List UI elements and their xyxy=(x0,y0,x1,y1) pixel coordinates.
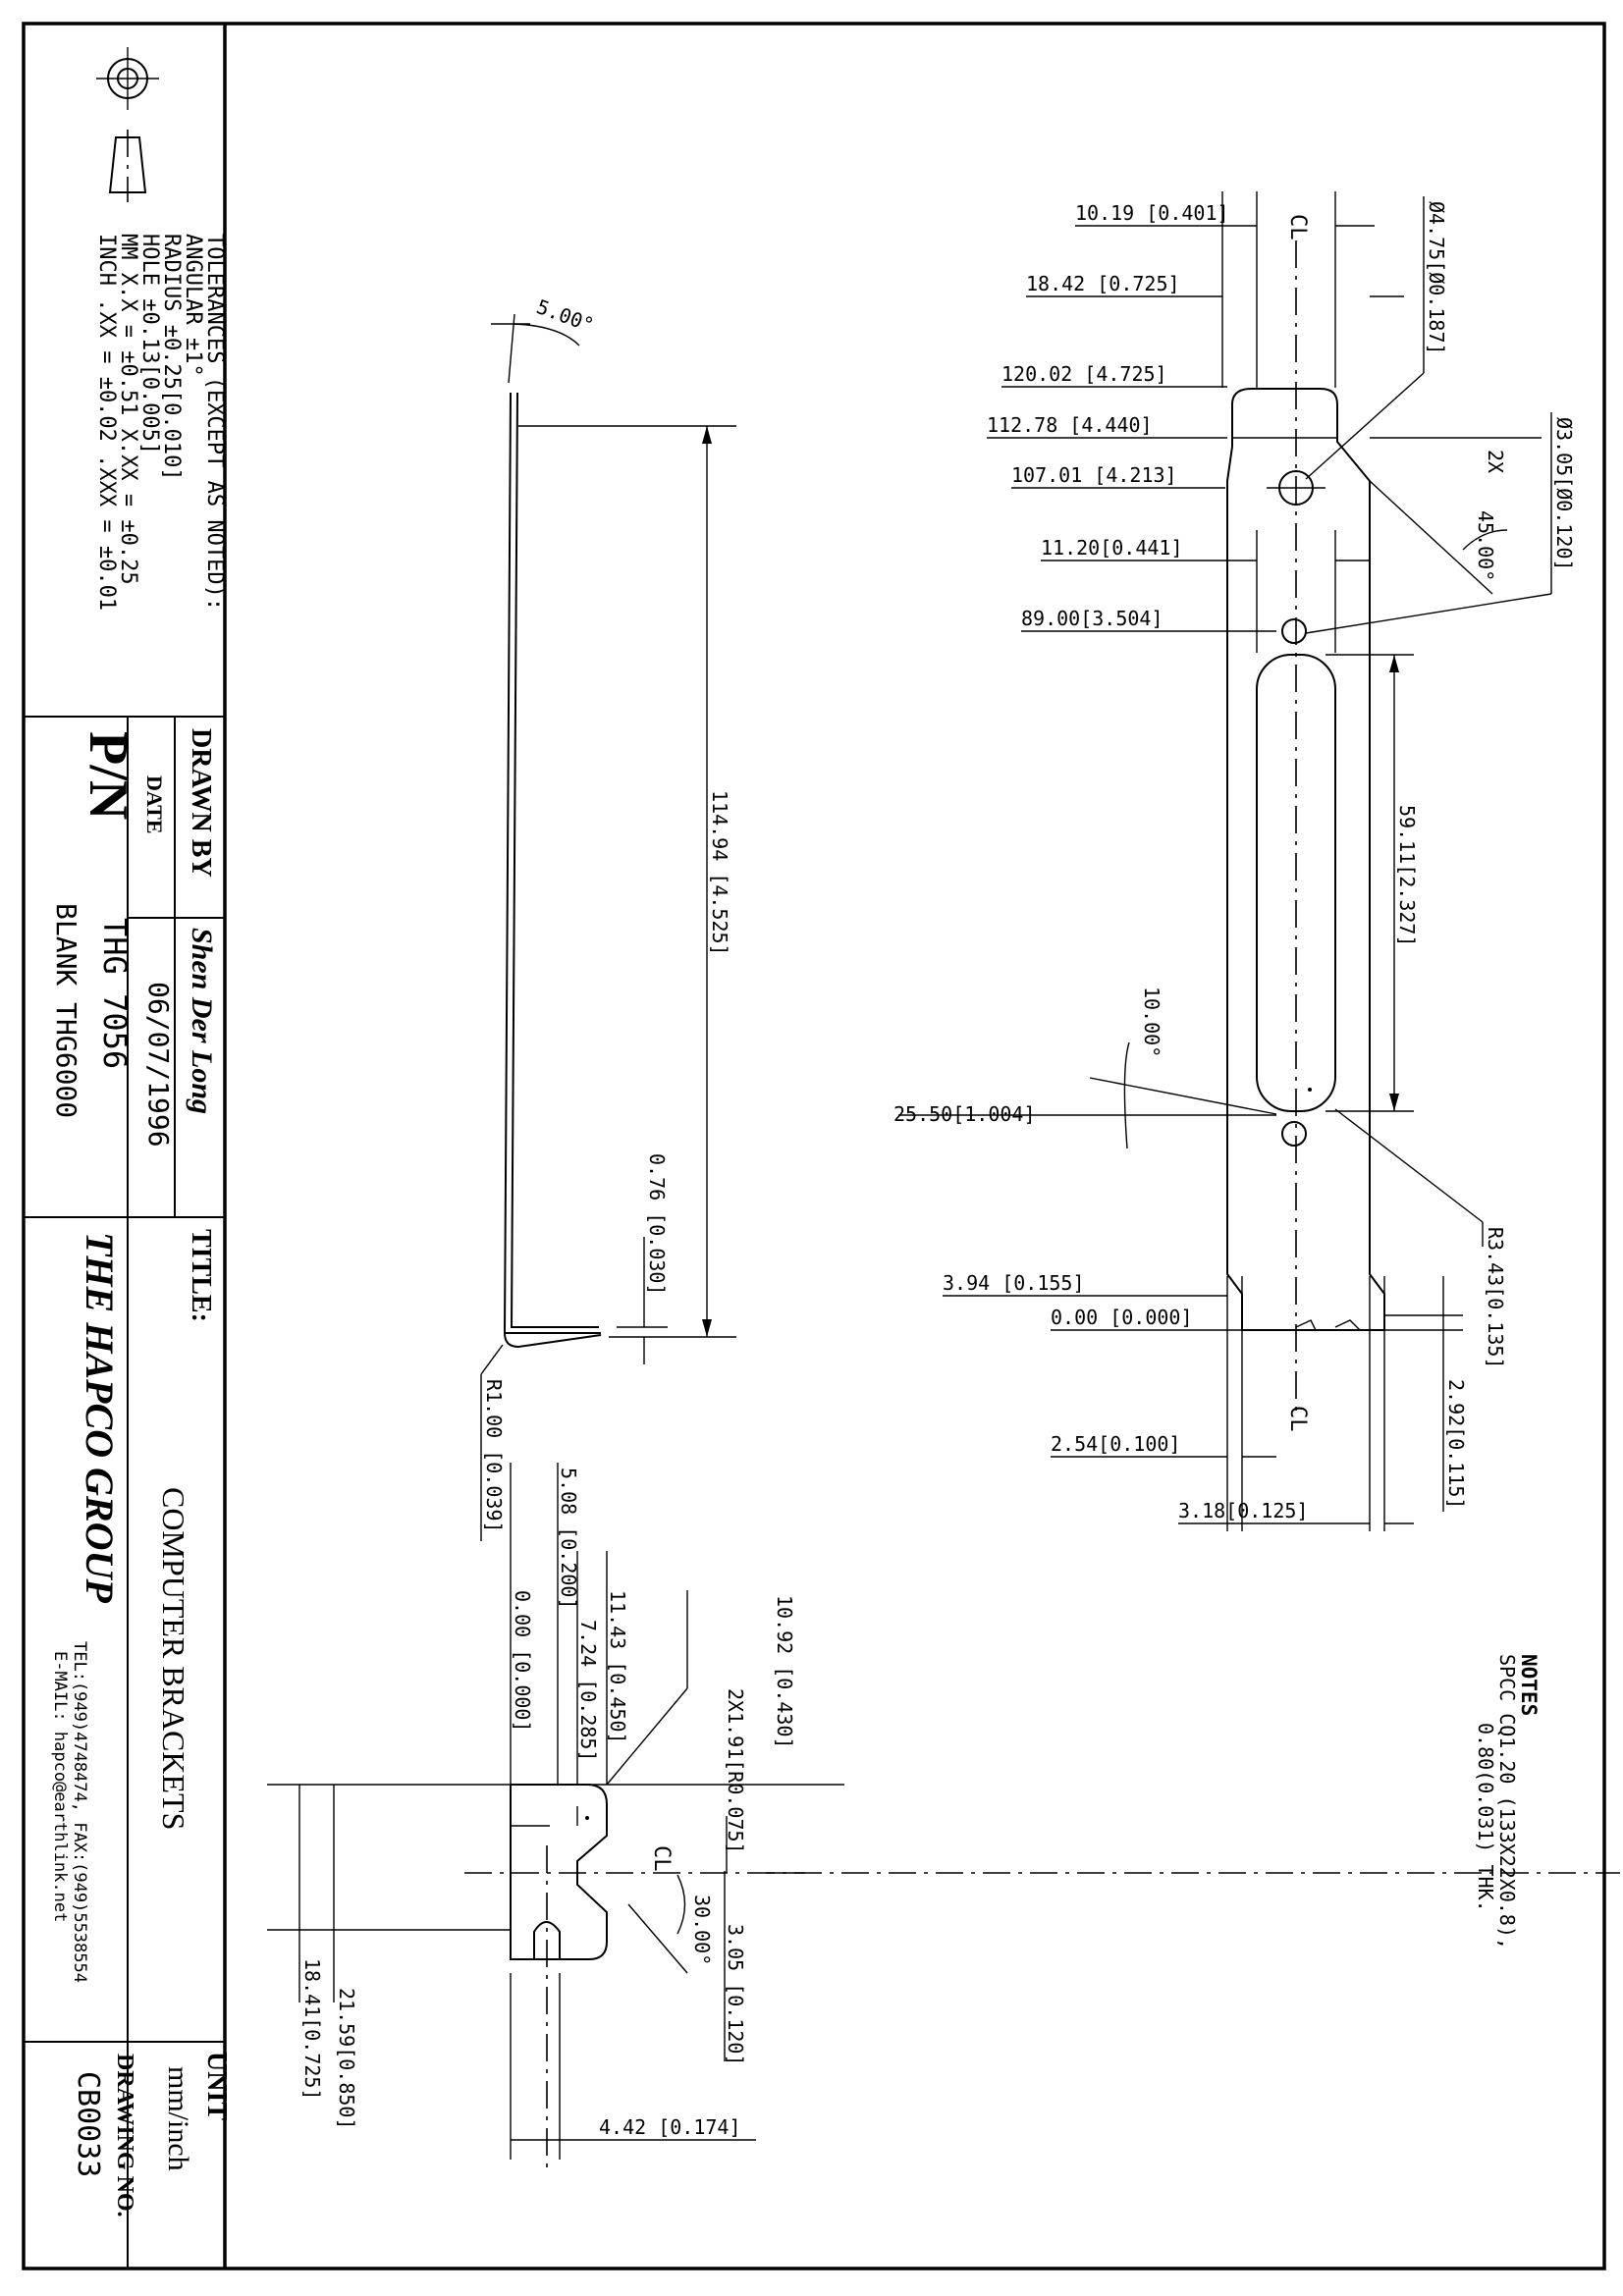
detail-dim-4-42: 4.42 [0.174] xyxy=(599,2115,741,2139)
tolerance-inch: INCH .XX = ±0.02 .XXX = ±0.01 xyxy=(94,234,119,611)
detail-dim-7-24: 7.24 [0.285] xyxy=(576,1620,600,1762)
detail-centerline-label: CL xyxy=(649,1845,674,1872)
notes-line-1: SPCC CQ1.20 (133X22X0.8), xyxy=(1495,1654,1519,1949)
date-label: DATE xyxy=(142,775,167,834)
drawing-no-value: CB0033 xyxy=(71,2071,105,2177)
tolerance-hole: HOLE ±0.13[0.005] xyxy=(137,234,162,454)
notes-heading: NOTES xyxy=(1517,1654,1541,1716)
title-label: TITLE: xyxy=(186,1229,216,1322)
dim-2-54: 2.54[0.100] xyxy=(1051,1432,1180,1456)
tolerance-radius: RADIUS ±0.25[0.010] xyxy=(159,234,184,481)
detail-view-part xyxy=(464,1784,1620,2169)
slot-angle-label: 10.00° xyxy=(1140,987,1163,1057)
detail-dim-5-08: 5.08 [0.200] xyxy=(557,1468,580,1610)
drawn-by-label: DRAWN BY xyxy=(186,728,216,878)
unit-label: UNIT xyxy=(201,2052,232,2120)
slot-length-label: 59.11[2.327] xyxy=(1395,805,1419,947)
side-radius-label: R1.00 [0.039] xyxy=(482,1379,506,1533)
detail-dim-10-92: 10.92 [0.430] xyxy=(773,1595,796,1749)
dim-3-94: 3.94 [0.155] xyxy=(943,1271,1085,1295)
plan-view-dimensions xyxy=(898,191,1552,1531)
detail-dim-21-59: 21.59[0.850] xyxy=(335,1988,358,2130)
dim-112-78: 112.78 [4.440] xyxy=(987,413,1153,437)
dim-11-20: 11.20[0.441] xyxy=(1041,536,1183,560)
detail-dim-18-41: 18.41[0.725] xyxy=(300,1958,324,2101)
pn-value: THG 7056 xyxy=(96,918,134,1069)
detail-view-dimensions xyxy=(267,1463,844,2160)
radius-label: R3.43[0.135] xyxy=(1484,1227,1507,1369)
side-thickness-label: 0.76 [0.030] xyxy=(645,1153,669,1296)
dim-25-50: 25.50[1.004] xyxy=(893,1102,1036,1126)
blank-value: BLANK THG6000 xyxy=(50,903,82,1118)
company-tel: TEL:(949)4748474, FAX:(949)5538554 xyxy=(70,1641,89,1983)
company-name: THE HAPCO GROUP xyxy=(78,1232,122,1603)
tolerances-heading: TOLERANCES (EXCEPT AS NOTED): xyxy=(202,234,227,611)
tolerance-angular: ANGULAR ±1° xyxy=(181,234,205,377)
dim-3-18: 3.18[0.125] xyxy=(1178,1499,1308,1522)
detail-dim-11-43: 11.43 [0.450] xyxy=(606,1590,629,1744)
dim-120-02: 120.02 [4.725] xyxy=(1001,362,1167,386)
dim-18-42: 18.42 [0.725] xyxy=(1026,272,1180,295)
qty-label: 2X xyxy=(1484,450,1507,473)
side-view xyxy=(480,313,736,1541)
chamfer-angle-label: 45.00° xyxy=(1474,510,1497,581)
outer-border xyxy=(22,22,1606,2270)
company-email: E-MAIL: hapco@earthlink.net xyxy=(50,1651,70,1922)
date-value: 06/07/1996 xyxy=(142,982,175,1148)
centerline-bottom-label: CL xyxy=(1285,1406,1310,1432)
dim-0-00: 0.00 [0.000] xyxy=(1051,1306,1193,1329)
detail-dim-3-05: 3.05 [0.120] xyxy=(724,1924,747,2066)
drawn-by-value: Shen Der Long xyxy=(186,928,218,1114)
side-length-label: 114.94 [4.525] xyxy=(708,790,731,956)
unit-value: mm/inch xyxy=(162,2066,194,2171)
pn-label: P/N xyxy=(78,731,138,820)
detail-dim-radius: 2X1.91[R0.075] xyxy=(724,1688,747,1854)
dim-10-19: 10.19 [0.401] xyxy=(1075,201,1229,225)
notes-line-2: 0.80(0.031) THK. xyxy=(1474,1723,1497,1912)
centerline-top-label: CL xyxy=(1285,214,1310,240)
tolerance-mm: MM X.X = ±0.51 X.XX = ±0.25 xyxy=(116,234,140,585)
dim-107-01: 107.01 [4.213] xyxy=(1011,463,1177,487)
hole-diameter-label: Ø4.75[Ø0.187] xyxy=(1425,201,1448,355)
dim-89-00: 89.00[3.504] xyxy=(1021,607,1163,630)
drawing-title: COMPUTER BRACKETS xyxy=(156,1487,191,1830)
drawing-no-label: DRAWING NO. xyxy=(112,2054,137,2217)
detail-angle-label: 30.00° xyxy=(690,1895,714,1965)
detail-dim-0-00: 0.00 [0.000] xyxy=(511,1590,534,1733)
hole-diameter-2-label: Ø3.05[Ø0.120] xyxy=(1552,417,1576,571)
right-dim-label: 2.92[0.115] xyxy=(1444,1379,1468,1509)
projection-symbol-icon xyxy=(96,47,159,202)
